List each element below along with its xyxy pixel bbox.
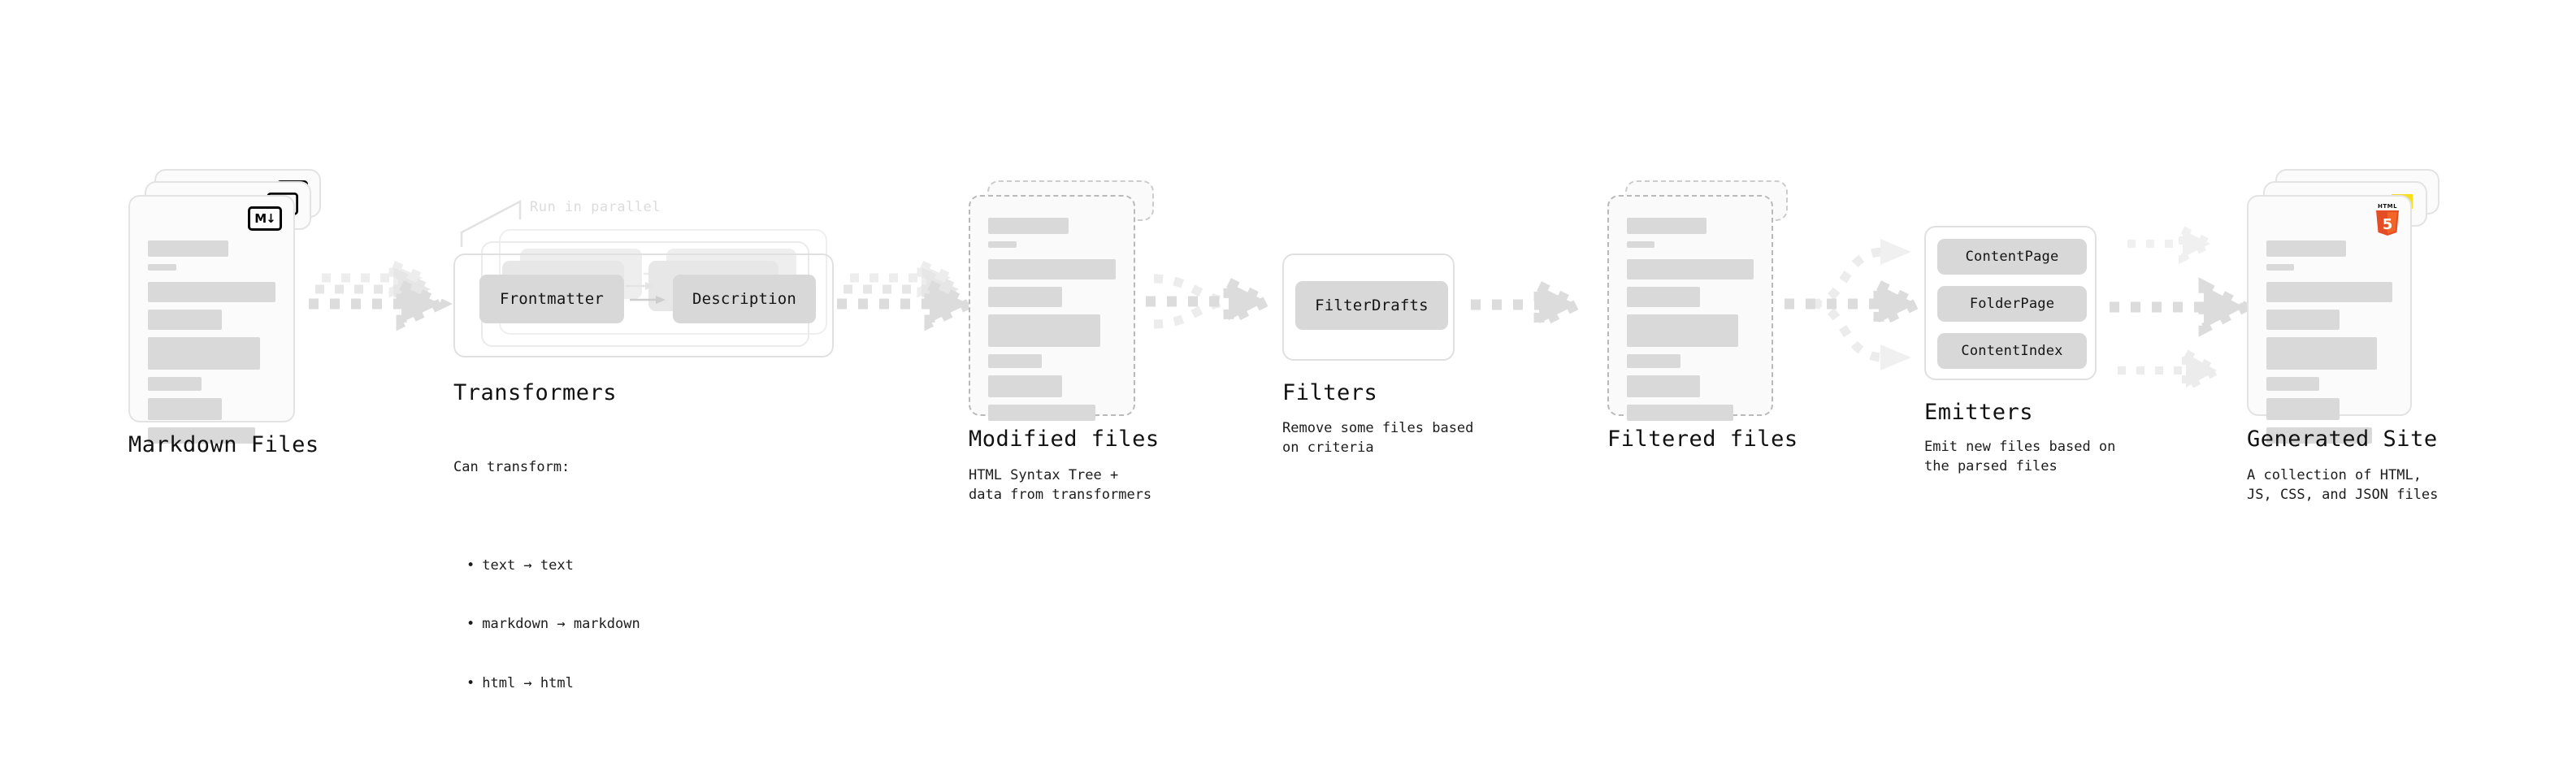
stage-title-filtered-files: Filtered files: [1607, 427, 1798, 452]
connector-markdown-to-transformers: [309, 258, 453, 331]
run-in-parallel-label: Run in parallel: [530, 199, 661, 215]
stage-description-generated-site: A collection of HTML, JS, CSS, and JSON …: [2247, 467, 2439, 504]
content-bar: [148, 310, 223, 330]
content-bar: [148, 240, 228, 257]
content-bar: [148, 282, 275, 302]
content-bar: [148, 427, 255, 444]
run-in-parallel-bracket: [460, 199, 522, 247]
stage-title-modified-files: Modified files: [969, 427, 1160, 452]
connector-filters-to-filtered: [1471, 277, 1589, 332]
content-bar: [2266, 337, 2378, 370]
document-content: [148, 240, 275, 451]
emitter-chip-contentpage[interactable]: ContentPage: [1937, 239, 2087, 275]
transformer-chip-description[interactable]: Description: [673, 275, 816, 323]
content-bar: [2266, 282, 2392, 302]
stage-description-emitters: Emit new files based on the parsed files: [1924, 439, 2116, 475]
stage-title-markdown-files: Markdown Files: [128, 432, 319, 457]
content-bar: [988, 218, 1069, 234]
stage-title-emitters: Emitters: [1924, 400, 2034, 425]
content-bar: [988, 375, 1063, 397]
transform-bullet: html → html: [466, 674, 640, 693]
connector-filtered-to-emitters: [1785, 239, 1928, 370]
content-bar: [2266, 398, 2340, 420]
filtered-file-card: [1607, 195, 1773, 421]
content-bar: [1627, 287, 1701, 307]
content-bar: [1627, 241, 1655, 248]
modified-file-card: [969, 195, 1135, 421]
content-bar: [1627, 375, 1701, 397]
content-bar: [988, 354, 1042, 368]
content-bar: [148, 337, 261, 370]
transformer-layer-1: Frontmatter Description: [453, 253, 834, 357]
transformer-inner-arrow: [630, 296, 666, 304]
document-content: [988, 218, 1116, 428]
connector-emitters-to-site: [2110, 223, 2257, 395]
filters-group-box: FilterDrafts: [1282, 253, 1455, 361]
transform-bullet-list: text → text markdown → markdown html → h…: [453, 517, 640, 732]
content-bar: [1627, 354, 1680, 368]
transformer-chip-frontmatter[interactable]: Frontmatter: [479, 275, 624, 323]
content-bar: [1627, 405, 1734, 421]
document-content: [1627, 218, 1754, 428]
content-bar: [1627, 314, 1739, 347]
content-bar: [2266, 264, 2295, 271]
html5-icon: HTML 5: [2374, 203, 2400, 236]
stage-title-generated-site: Generated Site: [2247, 427, 2438, 452]
content-bar: [988, 287, 1063, 307]
content-bar: [988, 405, 1095, 421]
generated-site-card: HTML 5: [2247, 195, 2412, 444]
transform-bullet: markdown → markdown: [466, 614, 640, 634]
stage-description-transformers: Can transform: text → text markdown → ma…: [453, 418, 640, 771]
stage-description-modified-files: HTML Syntax Tree + data from transformer…: [969, 467, 1152, 504]
emitter-chip-folderpage[interactable]: FolderPage: [1937, 286, 2087, 322]
markdown-icon: M↓: [248, 206, 282, 231]
content-bar: [988, 314, 1101, 347]
stage-title-filters: Filters: [1282, 380, 1378, 405]
emitters-group-box: ContentPage FolderPage ContentIndex: [1924, 226, 2097, 380]
pipeline-diagram: M↓ M↓ M↓ Markdown Files: [0, 0, 2576, 681]
document-content: [2266, 240, 2392, 451]
filter-chip-filterdrafts[interactable]: FilterDrafts: [1295, 281, 1448, 330]
content-bar: [148, 398, 223, 420]
content-bar: [148, 377, 202, 391]
content-bar: [2266, 240, 2346, 257]
connector-transformers-to-modified: [837, 258, 982, 331]
content-bar: [2266, 310, 2340, 330]
can-transform-label: Can transform:: [453, 459, 570, 476]
transform-bullet: text → text: [466, 556, 640, 575]
markdown-file-card: M↓: [128, 195, 295, 444]
svg-text:5: 5: [2383, 216, 2393, 233]
stage-title-transformers: Transformers: [453, 380, 618, 405]
content-bar: [988, 259, 1116, 279]
content-bar: [2266, 377, 2320, 391]
content-bar: [988, 241, 1017, 248]
emitter-chip-contentindex[interactable]: ContentIndex: [1937, 333, 2087, 369]
content-bar: [1627, 218, 1707, 234]
transformer-inner-arrow: [626, 282, 653, 290]
connector-modified-to-filters: [1146, 274, 1278, 329]
content-bar: [1627, 259, 1754, 279]
stage-description-filters: Remove some files based on criteria: [1282, 420, 1474, 457]
content-bar: [148, 264, 176, 271]
content-bar: [2266, 427, 2373, 444]
